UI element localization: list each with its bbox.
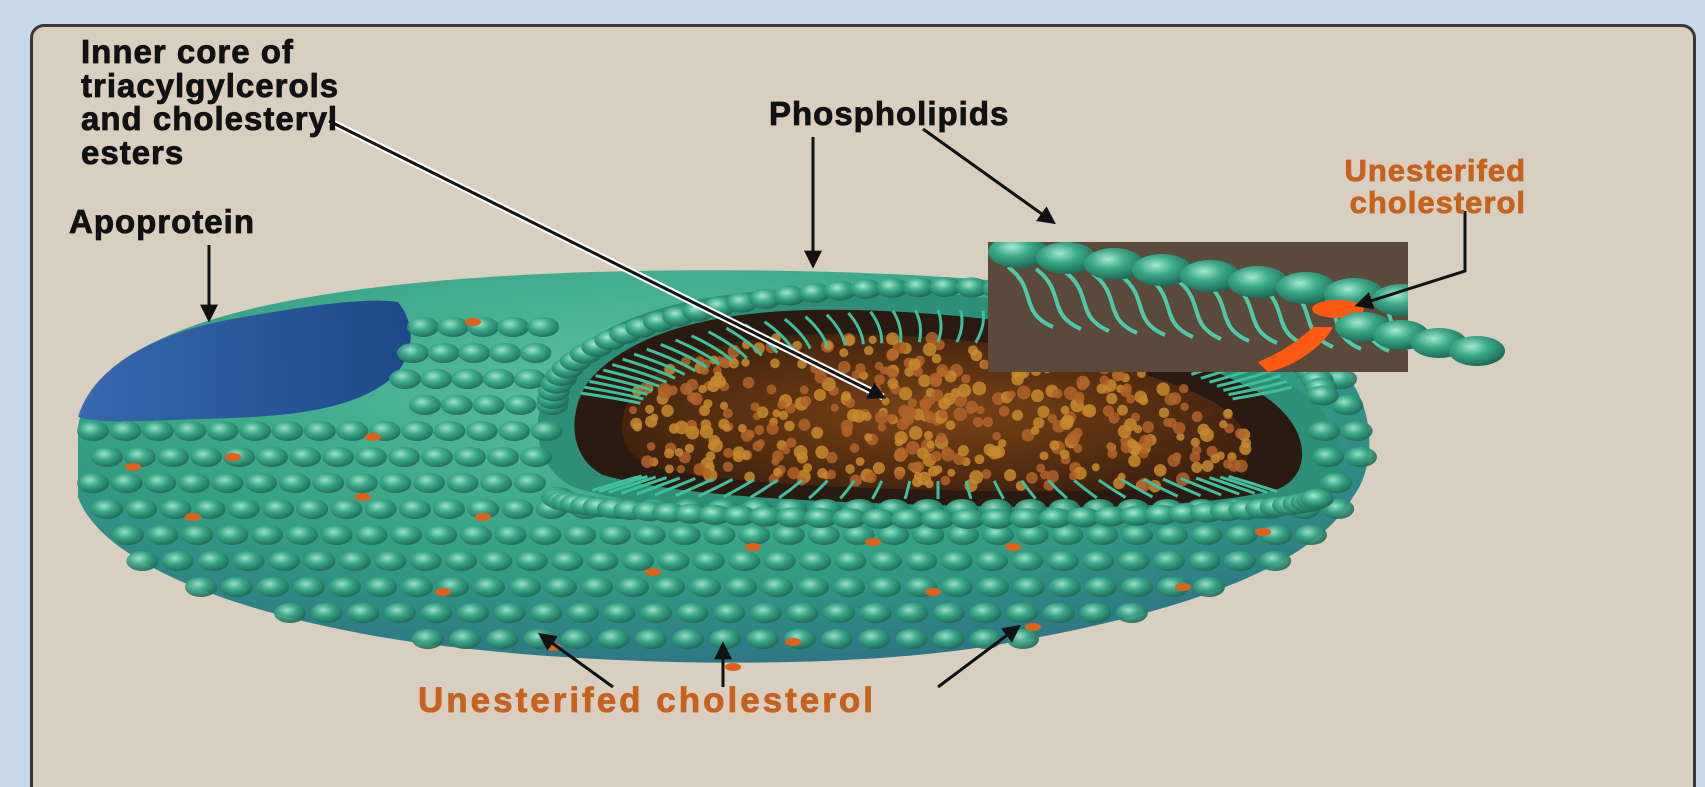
phospholipids-label: Phospholipids bbox=[769, 97, 1009, 131]
inner-core-line-1: Inner core of bbox=[81, 35, 339, 69]
unesterified-top-line-1: Unesterifed bbox=[1141, 155, 1526, 187]
inner-core-line-2: triacylgylcerols bbox=[81, 69, 339, 103]
inner-core-line-3: and cholesteryl bbox=[81, 102, 339, 136]
inner-core-label: Inner core of triacylgylcerols and chole… bbox=[81, 35, 339, 170]
unesterified-top-line-2: cholesterol bbox=[1141, 187, 1526, 219]
unesterified-cholesterol-top-label: Unesterifed cholesterol bbox=[1141, 155, 1526, 218]
apoprotein-label: Apoprotein bbox=[69, 205, 255, 239]
diagram-frame: Inner core of triacylgylcerols and chole… bbox=[30, 24, 1696, 787]
unesterified-cholesterol-bottom-label: Unesterifed cholesterol bbox=[418, 683, 876, 719]
inner-core-line-4: esters bbox=[81, 136, 339, 170]
